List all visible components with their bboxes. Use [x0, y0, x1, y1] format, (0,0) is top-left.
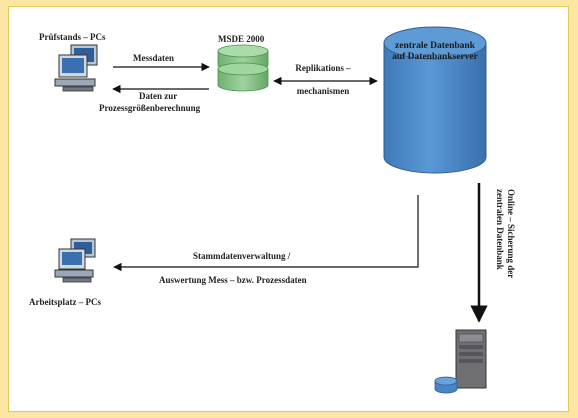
messdaten-label: Messdaten — [133, 53, 174, 63]
online-sicherung-line2: zentralen Datenbank — [495, 189, 505, 270]
central-database-icon — [383, 26, 487, 174]
stammdaten-label: Stammdatenverwaltung / — [193, 251, 291, 261]
replikation-label: Replikations – mechanismen — [277, 63, 369, 97]
replikation-line1: Replikations – — [295, 63, 351, 73]
daten-zur-label: Daten zur — [139, 91, 178, 101]
replikation-line2: mechanismen — [296, 86, 350, 96]
arrow-stammdaten — [113, 195, 419, 272]
online-sicherung-label: Online – Sicherung der zentralen Datenba… — [494, 189, 516, 278]
msde-label: MSDE 2000 — [218, 34, 265, 44]
arbeitsplatz-pcs-label: Arbeitsplatz – PCs — [29, 297, 101, 307]
diagram-panel: Prüfstands – PCs MSDE 2000 Messdaten Dat… — [8, 6, 569, 412]
auswertung-label: Auswertung Mess – bzw. Prozessdaten — [159, 275, 307, 285]
central-database-line1: zentrale Datenbank — [395, 41, 475, 51]
central-database-line2: auf Datenbankserver — [392, 52, 478, 62]
pruefstand-computer-icon — [54, 44, 98, 92]
pruefstands-pcs-label: Prüfstands – PCs — [39, 32, 106, 42]
msde-database-icon — [217, 44, 269, 92]
central-database-label: zentrale Datenbank auf Datenbankserver — [387, 41, 483, 63]
diagram-canvas — [54, 26, 488, 394]
prozessgroessen-label: Prozessgrößenberechnung — [99, 103, 201, 113]
backup-server-icon — [434, 329, 487, 394]
arbeitsplatz-computer-icon — [54, 238, 96, 283]
online-sicherung-line1: Online – Sicherung der — [506, 189, 516, 279]
